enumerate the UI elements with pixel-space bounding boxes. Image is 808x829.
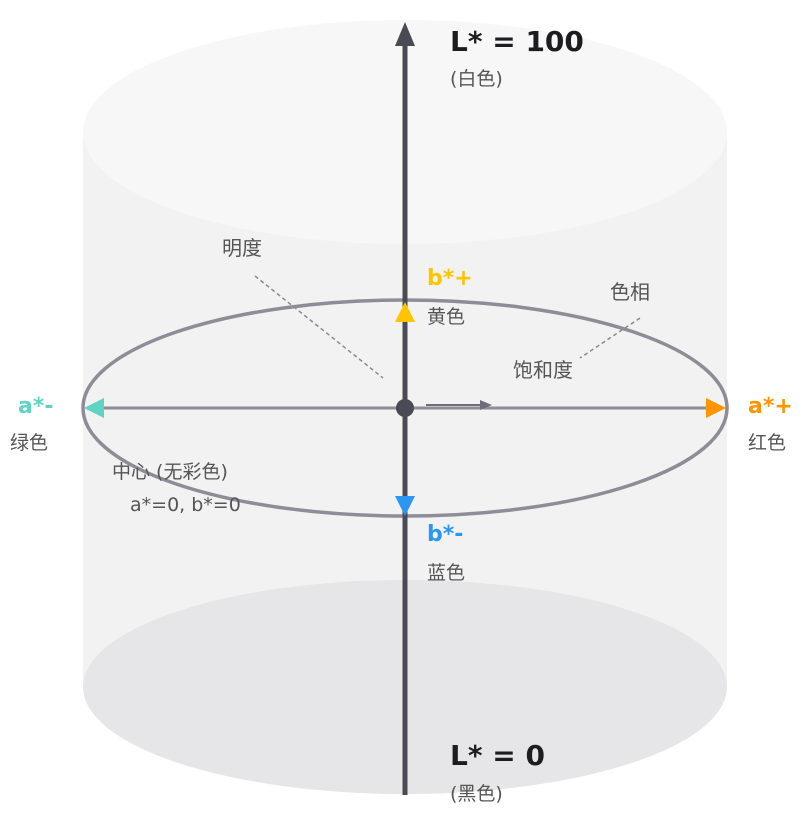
chroma-annotation: 饱和度 bbox=[513, 358, 573, 382]
l-max-sublabel: (白色) bbox=[450, 68, 503, 90]
a-minus-label: a*- bbox=[18, 394, 54, 419]
a-plus-label: a*+ bbox=[748, 394, 793, 419]
hue-leader-line bbox=[579, 317, 641, 359]
hue-annotation: 色相 bbox=[610, 280, 650, 304]
a-plus-sublabel: 红色 bbox=[748, 432, 787, 454]
b-plus-arrowhead bbox=[395, 302, 415, 322]
achromatic-center-point bbox=[396, 399, 414, 417]
lightness-annotation: 明度 bbox=[222, 236, 262, 260]
b-minus-label: b*- bbox=[427, 522, 464, 547]
a-plus-arrowhead bbox=[706, 398, 726, 418]
a-minus-arrowhead bbox=[84, 398, 104, 418]
chroma-arrowhead bbox=[480, 400, 492, 410]
b-plus-sublabel: 黄色 bbox=[427, 306, 466, 328]
a-minus-sublabel: 绿色 bbox=[10, 432, 49, 454]
lightness-leader-line bbox=[254, 275, 384, 379]
center-title: 中心 (无彩色) bbox=[112, 461, 228, 483]
l-max-label: L* = 100 bbox=[450, 25, 584, 58]
b-plus-label: b*+ bbox=[427, 266, 473, 291]
center-values: a*=0, b*=0 bbox=[130, 494, 241, 516]
b-minus-sublabel: 蓝色 bbox=[427, 562, 466, 584]
l-min-label: L* = 0 bbox=[450, 739, 545, 772]
l-axis-arrowhead bbox=[395, 22, 415, 46]
b-minus-arrowhead bbox=[395, 496, 415, 516]
l-min-sublabel: (黑色) bbox=[450, 783, 503, 805]
